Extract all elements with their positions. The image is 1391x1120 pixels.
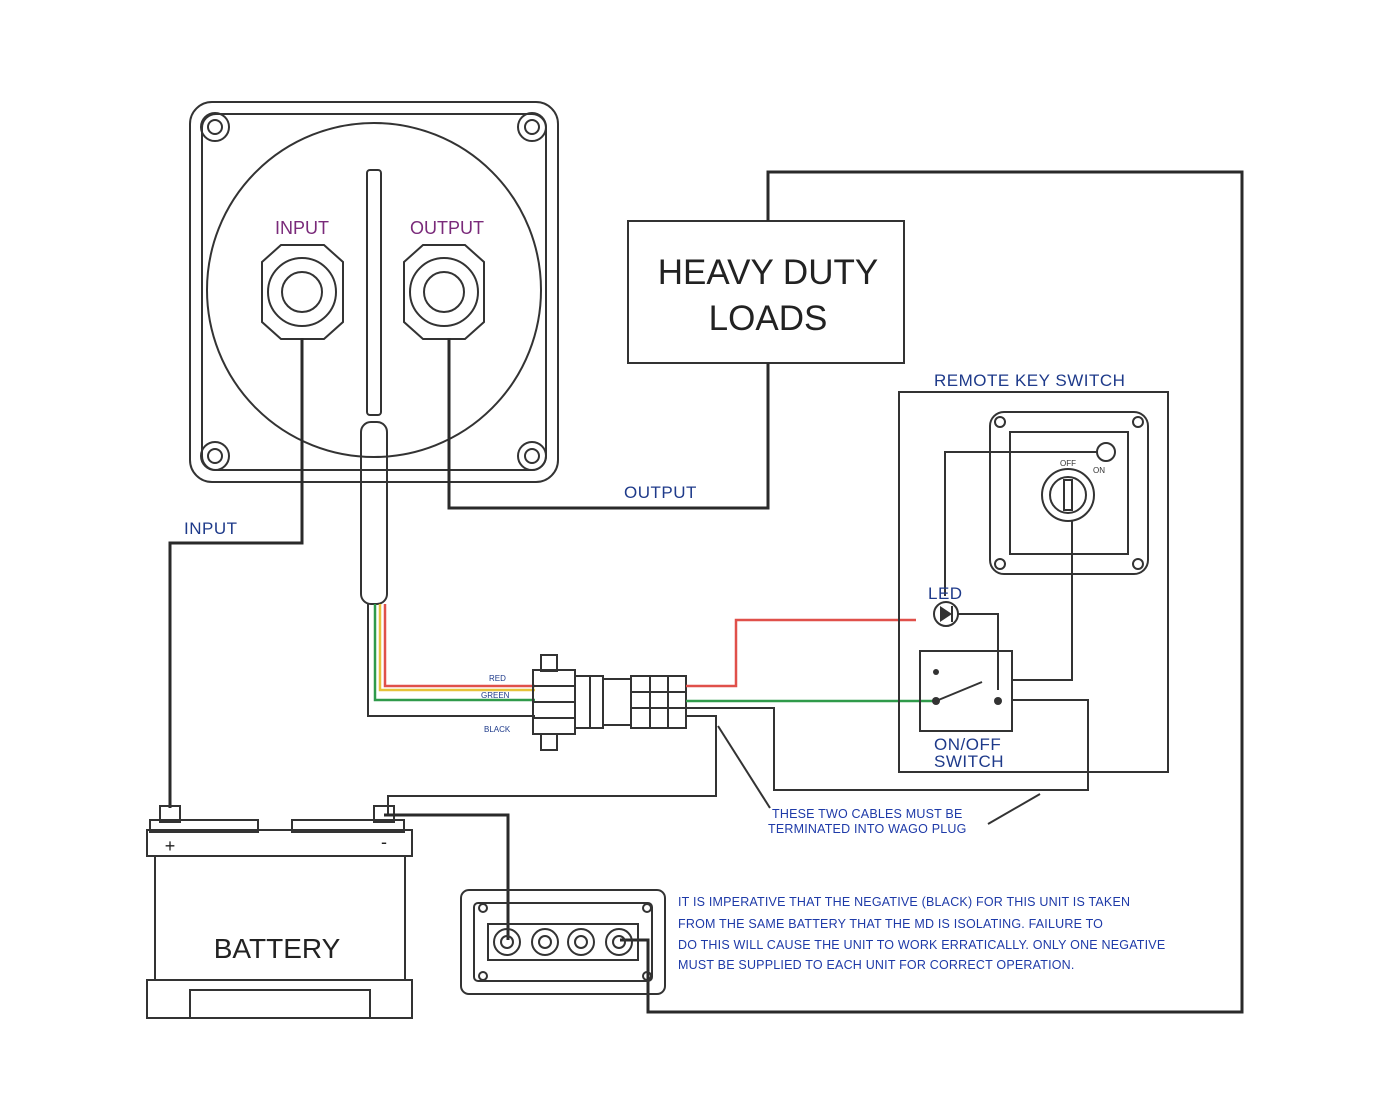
loads-return-wire bbox=[620, 170, 1244, 1014]
input-wire bbox=[168, 338, 304, 808]
key-switch-icon bbox=[1041, 468, 1095, 522]
wire-green-label: GREEN bbox=[481, 691, 510, 700]
output-terminal-icon bbox=[403, 244, 485, 340]
battery: + - BATTERY bbox=[146, 805, 413, 1019]
black-switch-return-wire bbox=[686, 699, 1089, 791]
input-terminal-icon bbox=[261, 244, 344, 340]
warning-note-line1: IT IS IMPERATIVE THAT THE NEGATIVE (BLAC… bbox=[678, 895, 1130, 909]
yellow-control-wire bbox=[378, 604, 535, 692]
key-to-switch-wire bbox=[1012, 520, 1073, 681]
warning-note-line4: MUST BE SUPPLIED TO EACH UNIT FOR CORREC… bbox=[678, 958, 1075, 972]
battery-negative-wire bbox=[384, 813, 510, 940]
remote-key-switch-label: REMOTE KEY SWITCH bbox=[934, 371, 1125, 390]
indicator-hole-icon bbox=[1096, 442, 1116, 462]
loads-label: LOADS bbox=[709, 299, 828, 338]
wire-black-label: BLACK bbox=[484, 725, 511, 734]
battery-label: BATTERY bbox=[214, 933, 341, 964]
warning-note-line2: FROM THE SAME BATTERY THAT THE MD IS ISO… bbox=[678, 917, 1103, 931]
busbar-terminal-icon bbox=[531, 928, 559, 956]
wire-red-label: RED bbox=[489, 674, 506, 683]
control-cable-sheath bbox=[360, 421, 388, 605]
heavy-duty-label: HEAVY DUTY bbox=[658, 253, 878, 292]
busbar-terminal-icon bbox=[493, 928, 521, 956]
led-to-switch-wire bbox=[958, 613, 999, 690]
negative-busbar bbox=[460, 889, 666, 995]
callout-line bbox=[987, 793, 1041, 825]
cables-note-line2: TERMINATED INTO WAGO PLUG bbox=[768, 822, 967, 836]
screw-icon bbox=[200, 441, 230, 471]
screw-icon bbox=[517, 441, 547, 471]
led-feed-wire bbox=[944, 451, 1097, 596]
onoff-switch-icon bbox=[919, 650, 1013, 732]
black-ground-wire bbox=[387, 715, 717, 815]
black-control-wire bbox=[367, 604, 535, 717]
positive-terminal-icon bbox=[159, 805, 181, 823]
green-control-wire bbox=[373, 604, 535, 702]
battery-isolator: INPUT OUTPUT bbox=[189, 101, 559, 483]
heavy-duty-loads-box: HEAVY DUTY LOADS bbox=[627, 220, 905, 364]
output-wire bbox=[447, 338, 770, 510]
isolator-knob-slot bbox=[366, 169, 382, 416]
callout-line bbox=[717, 725, 771, 809]
isolator-output-label: OUTPUT bbox=[410, 218, 484, 238]
battery-minus-label: - bbox=[381, 832, 387, 852]
screw-icon bbox=[200, 112, 230, 142]
cables-note-line1: THESE TWO CABLES MUST BE bbox=[772, 807, 963, 821]
red-led-wire bbox=[686, 618, 916, 688]
battery-plus-label: + bbox=[165, 836, 176, 856]
screw-icon bbox=[517, 112, 547, 142]
led-icon bbox=[933, 601, 959, 627]
remote-key-switch-panel: REMOTE KEY SWITCH OFF ON LED bbox=[898, 371, 1169, 773]
red-control-wire bbox=[383, 604, 535, 688]
isolator-input-label: INPUT bbox=[275, 218, 329, 238]
wago-plug-connector bbox=[532, 654, 687, 751]
key-on-label: ON bbox=[1093, 466, 1105, 475]
switch-label: SWITCH bbox=[934, 752, 1004, 771]
input-wire-label: INPUT bbox=[184, 519, 238, 538]
output-wire-label: OUTPUT bbox=[624, 483, 697, 502]
led-label: LED bbox=[928, 584, 963, 603]
busbar-terminal-icon bbox=[567, 928, 595, 956]
busbar-terminal-icon bbox=[605, 928, 633, 956]
onoff-label: ON/OFF bbox=[934, 735, 1001, 754]
warning-note-line3: DO THIS WILL CAUSE THE UNIT TO WORK ERRA… bbox=[678, 938, 1165, 952]
key-off-label: OFF bbox=[1060, 459, 1076, 468]
warning-note: IT IS IMPERATIVE THAT THE NEGATIVE (BLAC… bbox=[678, 895, 1165, 972]
